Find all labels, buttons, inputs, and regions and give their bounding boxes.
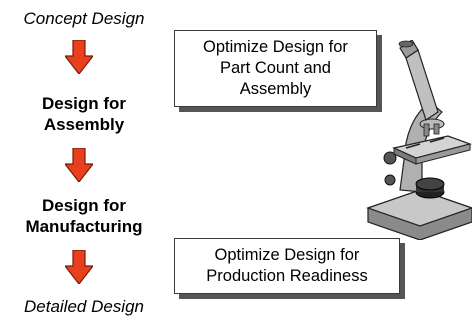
callout-production-readiness: Optimize Design for Production Readiness <box>174 238 400 294</box>
callout-top-text: Optimize Design for Part Count and Assem… <box>203 38 348 98</box>
microscope-icon <box>366 40 472 240</box>
down-arrow-2 <box>65 148 93 182</box>
down-arrow-3 <box>65 250 93 284</box>
stage-detailed-design: Detailed Design <box>23 297 144 316</box>
stage-design-for-assembly: Design for Assembly <box>41 94 127 134</box>
stage-design-for-manufacturing: Design for Manufacturing <box>25 196 143 236</box>
callout-bottom-text: Optimize Design for Production Readiness <box>206 246 368 285</box>
down-arrow-1 <box>65 40 93 74</box>
callout-part-count-assembly: Optimize Design for Part Count and Assem… <box>174 30 377 107</box>
stage-concept-design: Concept Design <box>23 9 145 28</box>
